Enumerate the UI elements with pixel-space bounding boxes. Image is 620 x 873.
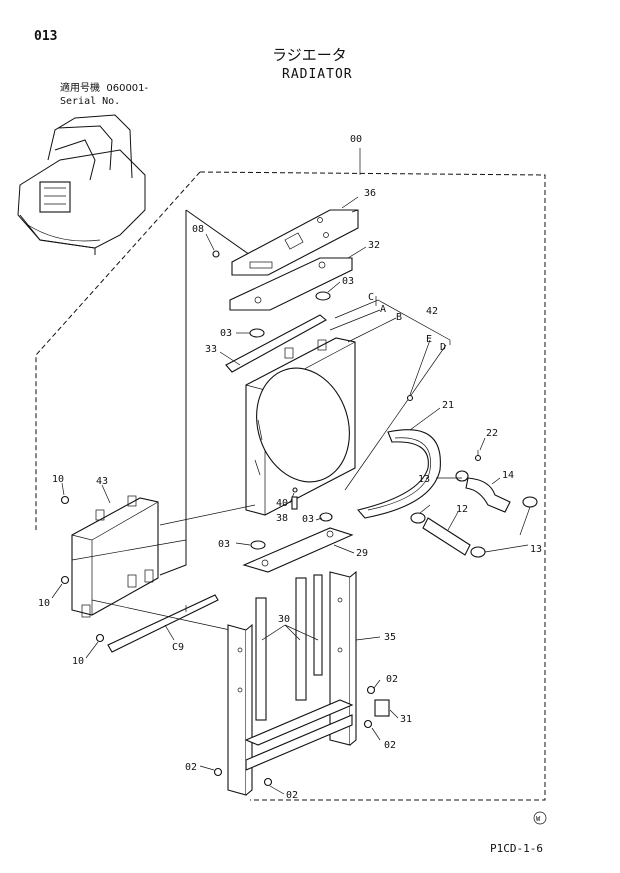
document-code: P1CD-1-6: [490, 842, 543, 855]
part-03-mount-c: [319, 512, 333, 522]
part-08-bolt: [212, 250, 220, 258]
bolt-E: [406, 394, 414, 402]
callout-13-b: 13: [530, 544, 542, 555]
callout-A: A: [380, 304, 386, 315]
machine-thumbnail: [17, 114, 146, 255]
part-36-bracket: [231, 209, 359, 276]
callout-22: 22: [486, 428, 498, 439]
callout-02-b: 02: [384, 740, 396, 751]
callout-35: 35: [384, 632, 396, 643]
part-31-block: [374, 699, 390, 717]
callout-03-d: 03: [218, 539, 230, 550]
callout-02-a: 02: [386, 674, 398, 685]
title-japanese: ラジエータ: [272, 46, 347, 64]
part-30-bar-c: [313, 574, 323, 676]
callout-33: 33: [205, 344, 217, 355]
title-english: RADIATOR: [282, 67, 353, 82]
part-02-bolt-a: [366, 685, 376, 695]
callout-42: 42: [426, 306, 438, 317]
callout-10-c: 10: [72, 656, 84, 667]
callout-31: 31: [400, 714, 412, 725]
callout-12: 12: [456, 504, 468, 515]
callout-40: 40: [276, 498, 288, 509]
corner-mark-circle: [533, 811, 547, 825]
callout-21: 21: [442, 400, 454, 411]
part-02-bolt-d: [263, 777, 273, 787]
part-02-bolt-c: [213, 767, 223, 777]
part-30-bar-b: [295, 577, 307, 701]
part-22-bolt: [474, 454, 482, 462]
callout-38: 38: [276, 513, 288, 524]
part-10-bolt-a: [60, 495, 70, 505]
callout-10-b: 10: [38, 598, 50, 609]
corner-mark: W: [536, 815, 541, 823]
part-38-spacer: [291, 496, 298, 510]
part-13-clamp-d: [470, 546, 486, 558]
callout-02-c: 02: [185, 762, 197, 773]
part-13-clamp-b: [522, 496, 538, 508]
callout-02-d: 02: [286, 790, 298, 801]
callout-C9: C9: [172, 642, 184, 653]
radiator-core: [245, 337, 356, 516]
callout-14: 14: [502, 470, 514, 481]
part-13-clamp-a: [455, 470, 469, 482]
radiator-highlight-box: [39, 181, 71, 213]
serial-label-english: Serial No.: [60, 96, 121, 107]
callout-13-a: 13: [418, 474, 430, 485]
part-03-mount-a: [315, 291, 331, 301]
part-29-plate: [242, 527, 354, 573]
serial-label-jp-text: 適用号機: [60, 83, 100, 94]
serial-value: 060001-: [106, 83, 149, 94]
part-03-mount-b: [249, 328, 265, 338]
callout-B: B: [396, 312, 402, 323]
callout-08: 08: [192, 224, 204, 235]
callout-43: 43: [96, 476, 108, 487]
part-40-bolt: [292, 487, 298, 493]
callout-29: 29: [356, 548, 368, 559]
assembly-boundary: [35, 171, 546, 801]
leader-lines: [51, 196, 531, 795]
callout-10-a: 10: [52, 474, 64, 485]
part-12-hose: [422, 517, 471, 556]
callout-00: 00: [350, 134, 362, 145]
page-number: 013: [34, 29, 58, 44]
part-30-bar-a: [255, 597, 267, 721]
part-C9-bar: [107, 594, 219, 653]
part-33-strip: [225, 314, 327, 373]
callout-30: 30: [278, 614, 290, 625]
callout-D: D: [440, 342, 446, 353]
serial-label-japanese: 適用号機 060001-: [60, 84, 148, 94]
part-35-frame: [227, 570, 357, 796]
part-14-hose: [465, 477, 511, 513]
callout-03-b: 03: [220, 328, 232, 339]
part-13-clamp-c: [410, 512, 426, 524]
part-10-bolt-c: [95, 633, 105, 643]
callout-03-a: 03: [342, 276, 354, 287]
part-02-bolt-b: [363, 719, 373, 729]
callout-36: 36: [364, 188, 376, 199]
callout-32: 32: [368, 240, 380, 251]
part-43-oil-cooler: [71, 495, 159, 618]
part-03-mount-d: [250, 540, 266, 550]
callout-E: E: [426, 334, 432, 345]
part-10-bolt-b: [60, 575, 70, 585]
callout-C: C: [368, 292, 374, 303]
part-21-fan-guard: [356, 429, 441, 519]
part-32-plate: [229, 257, 353, 311]
callout-03-c: 03: [302, 514, 314, 525]
